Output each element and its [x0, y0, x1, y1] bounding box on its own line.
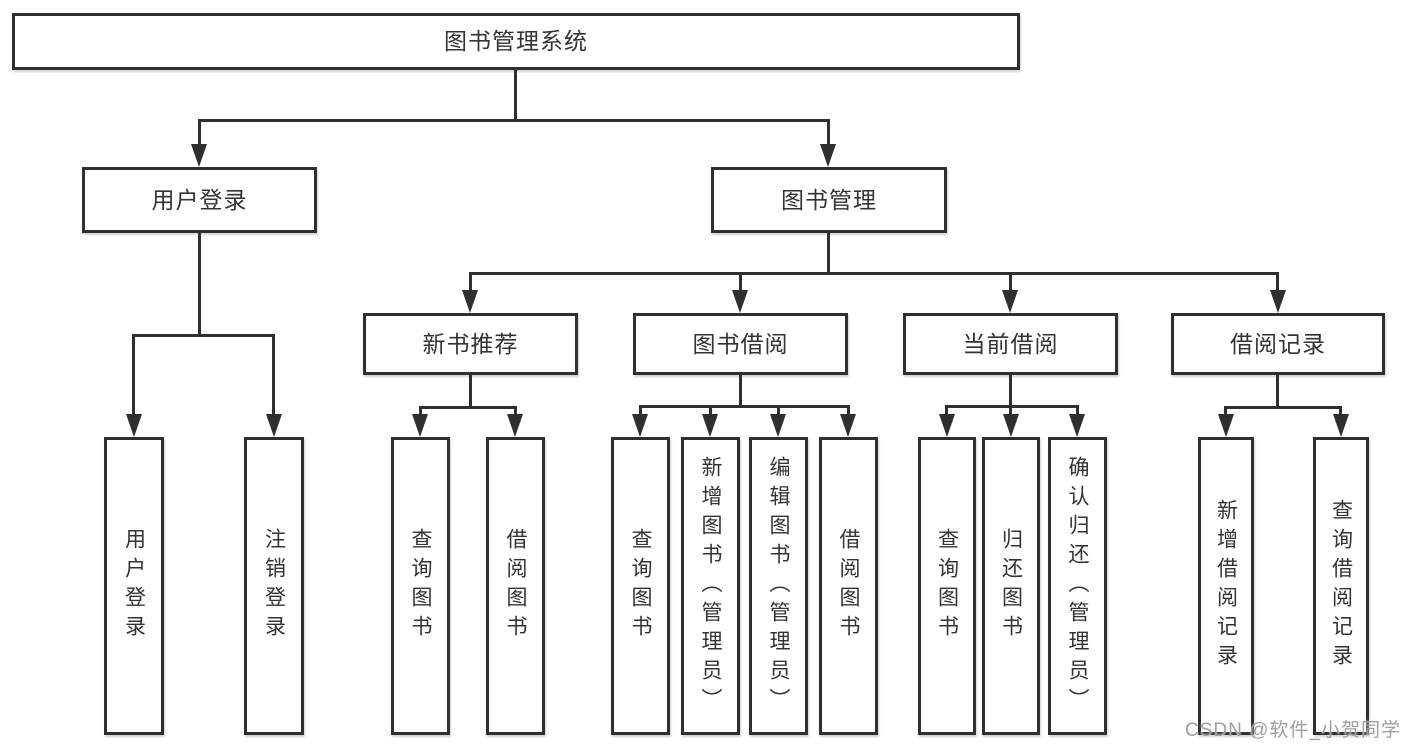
leaf-borrow-books-borrow-label: 借阅图书	[837, 528, 860, 644]
arrow-down-icon	[820, 144, 836, 167]
leaf-return-book: 归还图书	[982, 437, 1040, 735]
connector-drop	[639, 405, 642, 416]
connector-drop	[419, 406, 422, 416]
arrow-down-icon	[507, 414, 523, 437]
arrow-down-icon	[462, 290, 478, 313]
connector-book-borrow-stem	[739, 375, 742, 405]
leaf-edit-book-admin-label: 编辑图书（管理员）	[767, 455, 790, 717]
node-current-borrowing: 当前借阅	[903, 313, 1118, 375]
connector-root-bar	[198, 119, 830, 122]
leaf-return-book-label: 归还图书	[999, 528, 1023, 644]
connector-new-book-stem	[469, 375, 472, 406]
leaf-query-books-borrow-label: 查询图书	[629, 528, 652, 644]
leaf-query-books-recommend: 查询图书	[391, 437, 450, 735]
leaf-add-book-admin: 新增图书（管理员）	[681, 437, 740, 735]
arrow-down-icon	[1069, 414, 1085, 437]
arrow-down-icon	[266, 414, 282, 437]
connector-drop	[1009, 405, 1012, 416]
arrow-down-icon	[1333, 414, 1349, 437]
connector-drop-book-borrow	[739, 272, 742, 292]
arrow-down-icon	[412, 414, 428, 437]
leaf-add-book-admin-label: 新增图书（管理员）	[699, 455, 722, 717]
node-book-borrowing-label: 图书借阅	[692, 330, 789, 357]
leaf-query-books-current-label: 查询图书	[935, 528, 959, 644]
arrow-down-icon	[191, 144, 207, 167]
leaf-add-borrow-record: 新增借阅记录	[1198, 437, 1254, 735]
leaf-query-borrow-record-label: 查询借阅记录	[1329, 499, 1353, 673]
connector-drop-book-management	[827, 119, 830, 147]
arrow-down-icon	[840, 414, 856, 437]
connector-drop	[709, 405, 712, 416]
node-book-management-label: 图书管理	[781, 186, 877, 213]
arrow-down-icon	[632, 414, 648, 437]
connector-book-management-stem	[827, 233, 830, 272]
arrow-down-icon	[939, 414, 955, 437]
connector-drop	[847, 405, 850, 416]
leaf-query-books-borrow: 查询图书	[611, 437, 670, 735]
leaf-add-borrow-record-label: 新增借阅记录	[1214, 499, 1238, 673]
connector-drop-leaf-logout	[272, 334, 275, 416]
connector-borrow-records-bar	[1224, 406, 1342, 409]
leaf-query-books-current: 查询图书	[918, 437, 976, 735]
connector-borrow-records-stem	[1276, 375, 1279, 406]
connector-drop	[777, 405, 780, 416]
arrow-down-icon	[1003, 414, 1019, 437]
arrow-down-icon	[732, 290, 748, 313]
connector-drop	[1076, 405, 1079, 416]
connector-new-book-bar	[419, 406, 517, 409]
node-current-borrowing-label: 当前借阅	[962, 330, 1059, 357]
leaf-query-borrow-record: 查询借阅记录	[1313, 437, 1369, 735]
csdn-watermark: CSDN @软件_小贺同学	[1185, 720, 1401, 741]
connector-drop-leaf-user-login	[132, 334, 135, 416]
connector-current-borrow-bar	[945, 405, 1079, 408]
connector-drop-current-borrow	[1009, 272, 1012, 292]
connector-drop	[1224, 406, 1227, 416]
arrow-down-icon	[1002, 290, 1018, 313]
leaf-user-login-label: 用户登录	[122, 528, 146, 644]
leaf-confirm-return-admin-label: 确认归还（管理员）	[1066, 455, 1089, 717]
leaf-borrow-books-recommend: 借阅图书	[486, 437, 545, 735]
node-user-login: 用户登录	[82, 167, 317, 233]
leaf-user-login: 用户登录	[104, 437, 164, 735]
connector-user-login-stem	[198, 233, 201, 334]
connector-drop	[1339, 406, 1342, 416]
node-book-borrowing: 图书借阅	[633, 313, 848, 375]
leaf-confirm-return-admin: 确认归还（管理员）	[1048, 437, 1107, 735]
node-book-management: 图书管理	[711, 167, 947, 233]
arrow-down-icon	[1270, 290, 1286, 313]
node-borrow-records: 借阅记录	[1171, 313, 1385, 375]
connector-book-borrow-bar	[639, 405, 850, 408]
leaf-logout-label: 注销登录	[262, 528, 286, 644]
arrow-down-icon	[126, 414, 142, 437]
leaf-query-books-recommend-label: 查询图书	[409, 528, 432, 644]
connector-current-borrow-stem	[1009, 375, 1012, 405]
node-borrow-records-label: 借阅记录	[1230, 330, 1326, 357]
node-root-label: 图书管理系统	[444, 28, 588, 54]
arrow-down-icon	[1218, 414, 1234, 437]
connector-drop	[514, 406, 517, 416]
connector-drop-borrow-records	[1276, 272, 1279, 292]
arrow-down-icon	[770, 414, 786, 437]
node-root-library-management-system: 图书管理系统	[12, 13, 1020, 70]
connector-user-login-bar	[132, 334, 275, 337]
leaf-logout: 注销登录	[244, 437, 304, 735]
leaf-edit-book-admin: 编辑图书（管理员）	[749, 437, 808, 735]
arrow-down-icon	[702, 414, 718, 437]
leaf-borrow-books-recommend-label: 借阅图书	[504, 528, 527, 644]
node-new-book-recommend: 新书推荐	[363, 313, 578, 375]
connector-root-stem	[514, 70, 517, 119]
node-new-book-recommend-label: 新书推荐	[422, 330, 519, 357]
connector-drop-new-book	[469, 272, 472, 292]
connector-drop-user-login	[198, 119, 201, 147]
connector-book-management-bar	[469, 272, 1279, 275]
leaf-borrow-books-borrow: 借阅图书	[819, 437, 878, 735]
node-user-login-label: 用户登录	[151, 186, 248, 213]
connector-drop	[945, 405, 948, 416]
